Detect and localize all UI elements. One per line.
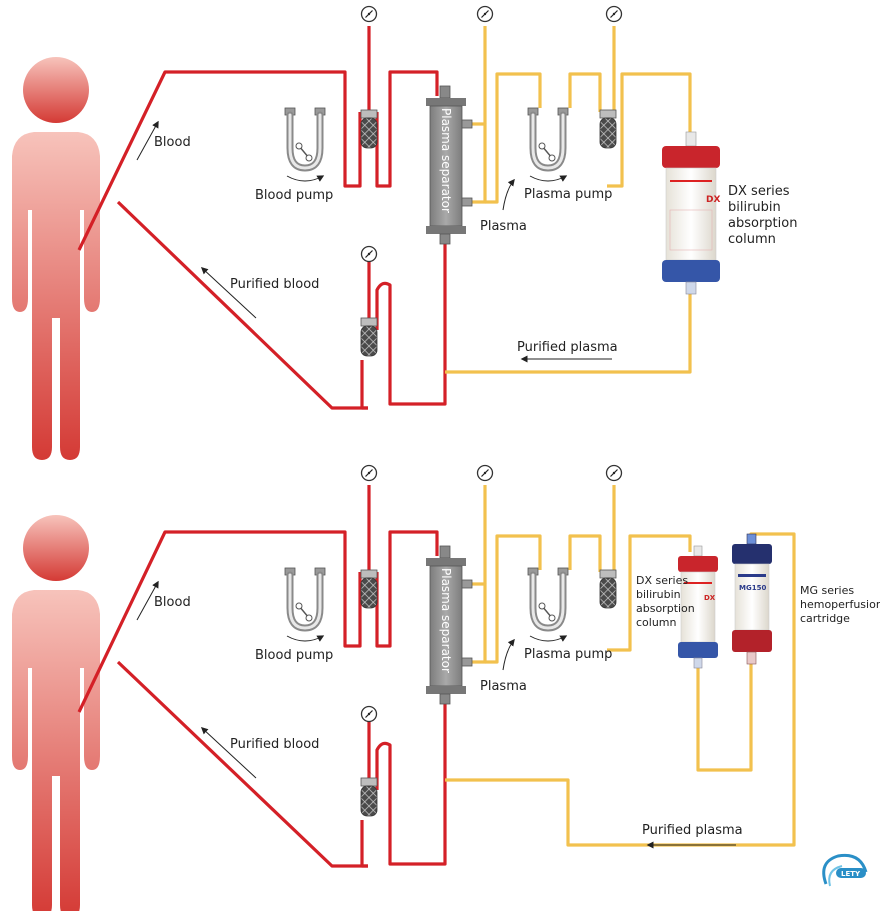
pressure-gauge-icon	[605, 5, 623, 23]
purified-plasma-label: Purified plasma	[642, 823, 743, 838]
plasma-separator-label: Plasma separator	[439, 108, 453, 213]
plasma-circuit-a-bottom	[485, 534, 542, 664]
drip-chamber-icon	[599, 569, 617, 609]
logo-text: LETY	[841, 870, 861, 878]
blood-pump-icon	[285, 108, 325, 181]
blood-circuit-a-bottom	[320, 530, 362, 648]
dx-column-label-line: DX series	[636, 574, 688, 587]
mg-cartridge-bottom: MG150	[732, 533, 772, 665]
plasma-pump-label: Plasma pump	[524, 647, 612, 662]
blood-line-out-top	[77, 70, 320, 251]
dx-column-label-line: absorption	[636, 602, 695, 615]
dx-column-label-line: bilirubin	[728, 200, 781, 215]
blood-label: Blood	[154, 135, 191, 150]
top-diagram: Plasma separator DX Blood Blood pump Pla…	[12, 5, 797, 460]
blood-line-out-bottom	[77, 530, 320, 713]
blood-circuit-b-bottom	[375, 530, 439, 648]
dx-column-bottom: DX	[678, 545, 718, 669]
dx-column-print: DX	[704, 594, 716, 602]
plasma-arrow	[502, 178, 515, 211]
dx-column-label-line: absorption	[728, 216, 797, 231]
drip-chamber-icon	[360, 109, 378, 149]
purified-blood-arrow	[200, 727, 257, 779]
patient-body-bottom	[12, 515, 100, 911]
purified-blood-label: Purified blood	[230, 277, 319, 292]
plasma-circuit-c-top	[607, 72, 692, 188]
pressure-gauge-icon	[360, 245, 378, 263]
plasma-separator-label: Plasma separator	[439, 568, 453, 673]
mg-cartridge-label-line: hemoperfusion	[800, 598, 880, 611]
purified-blood-arrow	[200, 267, 257, 319]
dx-column-label-line: column	[636, 616, 677, 629]
plasma-out-bottom	[472, 582, 487, 664]
blood-circuit-d-top	[360, 360, 368, 410]
patient-body-top	[12, 57, 100, 460]
pressure-gauge-icon	[476, 5, 494, 23]
drip-chamber-icon	[360, 569, 378, 609]
pressure-gauge-icon	[476, 464, 494, 482]
drip-chamber-icon	[360, 777, 378, 817]
plasma-circuit-c-bottom	[607, 534, 692, 652]
plasma-label: Plasma	[480, 679, 527, 694]
plasma-circuit-b-bottom	[568, 534, 602, 572]
plasma-out-top	[472, 122, 487, 204]
mg-cartridge-print: MG150	[739, 584, 766, 592]
drip-chamber-icon	[599, 109, 617, 149]
blood-arrow	[136, 580, 159, 621]
plasma-pump-icon	[528, 568, 568, 641]
pressure-gauge-icon	[605, 464, 623, 482]
blood-circuit-d-bottom	[360, 820, 368, 868]
dx-column-label-line: bilirubin	[636, 588, 681, 601]
plasma-separator-bottom: Plasma separator	[426, 545, 473, 705]
blood-pump-label: Blood pump	[255, 188, 333, 203]
dx-column-label-line: column	[728, 232, 776, 247]
plasma-link-columns-bottom	[696, 664, 753, 772]
plasma-label: Plasma	[480, 219, 527, 234]
mg-cartridge-label-line: MG series	[800, 584, 854, 597]
blood-circuit-b-top	[375, 70, 439, 188]
plasma-circuit-a-top	[485, 72, 542, 204]
bottom-diagram: Plasma separator DX MG150 Blood Blood	[12, 464, 880, 911]
plasma-arrow	[502, 638, 515, 671]
blood-arrow	[136, 120, 159, 161]
purified-plasma-line-top	[445, 292, 692, 374]
blood-line-return-top	[116, 200, 368, 410]
purified-blood-label: Purified blood	[230, 737, 319, 752]
lety-logo: LETY	[822, 853, 868, 887]
blood-circuit-c-top	[375, 236, 447, 406]
pressure-gauge-icon	[360, 5, 378, 23]
mg-cartridge-label-line: cartridge	[800, 612, 850, 625]
purified-plasma-label: Purified plasma	[517, 340, 618, 355]
blood-pump-label: Blood pump	[255, 648, 333, 663]
blood-label: Blood	[154, 595, 191, 610]
blood-circuit-c-bottom	[375, 696, 447, 866]
plasma-circuit-b-top	[568, 72, 602, 112]
plasma-pump-label: Plasma pump	[524, 187, 612, 202]
blood-circuit-a-top	[320, 70, 362, 188]
dx-column-top: DX	[662, 131, 720, 295]
drip-chamber-icon	[360, 317, 378, 357]
plasma-pump-icon	[528, 108, 568, 181]
dx-column-print: DX	[706, 195, 720, 205]
pressure-gauge-icon	[360, 705, 378, 723]
blood-line-return-bottom	[116, 660, 368, 868]
pressure-gauge-icon	[360, 464, 378, 482]
blood-pump-icon	[285, 568, 325, 641]
plasma-separator-top: Plasma separator	[426, 85, 473, 245]
dx-column-label-line: DX series	[728, 184, 790, 199]
